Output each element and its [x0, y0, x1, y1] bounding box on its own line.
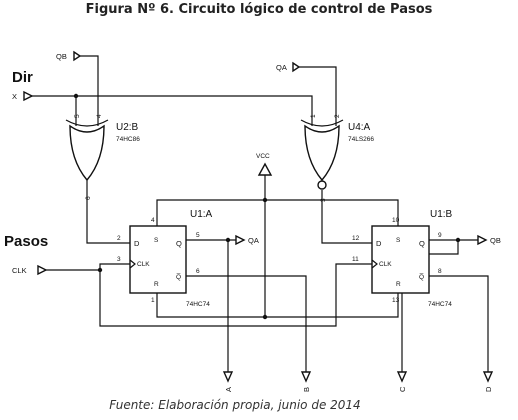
svg-text:Q̅: Q̅	[419, 273, 424, 281]
svg-text:6: 6	[196, 268, 200, 275]
svg-text:QB: QB	[56, 52, 67, 61]
d-output-terminal: D	[482, 371, 494, 392]
svg-text:2: 2	[117, 235, 121, 242]
svg-text:QA: QA	[248, 236, 259, 245]
junction-dots	[73, 93, 461, 320]
svg-text:U4:A: U4:A	[348, 122, 371, 133]
flip-flop-u1b: U1:B 74HC74 D S Q CLK R Q̅ 12 10 9 11 13…	[352, 209, 453, 308]
qa-input-terminal: QA	[276, 61, 301, 73]
svg-text:Q̅: Q̅	[176, 273, 181, 281]
svg-text:12: 12	[352, 235, 360, 242]
svg-text:4: 4	[96, 114, 103, 118]
svg-text:CLK: CLK	[137, 261, 150, 268]
flip-flop-u1a: U1:A 74HC74 D S Q CLK R Q̅ 2 4 5 3 1 6	[117, 209, 213, 308]
svg-text:8: 8	[438, 268, 442, 275]
svg-text:QB: QB	[490, 236, 501, 245]
svg-text:U2:B: U2:B	[116, 122, 139, 133]
vcc-symbol: VCC	[256, 153, 273, 176]
svg-text:74HC74: 74HC74	[428, 301, 452, 308]
svg-text:S: S	[396, 237, 401, 244]
svg-text:4: 4	[151, 217, 155, 224]
svg-text:U1:B: U1:B	[430, 209, 453, 220]
pasos-label: Pasos	[4, 233, 48, 250]
svg-text:3: 3	[117, 256, 121, 263]
svg-text:Q: Q	[176, 239, 182, 248]
svg-text:3: 3	[320, 198, 327, 202]
svg-text:1: 1	[310, 114, 317, 118]
svg-text:X: X	[12, 92, 17, 101]
svg-text:A: A	[224, 387, 233, 392]
svg-text:CLK: CLK	[12, 266, 27, 275]
qa-output-terminal: QA	[235, 234, 259, 246]
c-output-terminal: C	[396, 371, 408, 392]
svg-text:2: 2	[334, 114, 341, 118]
xor-gate-u2b: U2:B 74HC86 5 4 6	[65, 114, 140, 200]
svg-text:74LS266: 74LS266	[348, 136, 374, 143]
svg-text:Q: Q	[419, 239, 425, 248]
svg-text:CLK: CLK	[379, 261, 392, 268]
svg-text:74HC86: 74HC86	[116, 136, 140, 143]
figure-title: Figura Nº 6. Circuito lógico de control …	[85, 2, 433, 17]
qb-output-terminal: QB	[477, 234, 501, 246]
svg-text:B: B	[302, 387, 311, 392]
wires	[32, 55, 489, 372]
svg-text:1: 1	[151, 297, 155, 304]
clk-input-terminal: CLK	[12, 264, 48, 276]
svg-text:9: 9	[438, 232, 442, 239]
svg-text:6: 6	[85, 196, 92, 200]
x-input-terminal: X	[12, 90, 34, 102]
figure-caption: Fuente: Elaboración propia, junio de 201…	[109, 398, 361, 412]
svg-text:S: S	[154, 237, 159, 244]
svg-text:D: D	[134, 239, 140, 248]
svg-text:74HC74: 74HC74	[186, 301, 210, 308]
qb-input-terminal: QB	[56, 50, 82, 62]
a-output-terminal: A	[222, 371, 234, 392]
svg-text:D: D	[376, 239, 382, 248]
svg-text:QA: QA	[276, 63, 287, 72]
svg-text:5: 5	[196, 232, 200, 239]
b-output-terminal: B	[300, 371, 312, 392]
svg-text:11: 11	[352, 256, 359, 263]
svg-text:5: 5	[74, 114, 81, 118]
xor-gate-u4a: U4:A 74LS266 1 2 3	[300, 114, 374, 202]
svg-text:R: R	[154, 281, 159, 288]
svg-text:VCC: VCC	[256, 153, 270, 160]
svg-text:13: 13	[392, 297, 400, 304]
svg-text:10: 10	[392, 217, 400, 224]
dir-label: Dir	[12, 69, 33, 86]
svg-text:U1:A: U1:A	[190, 209, 213, 220]
svg-text:C: C	[398, 386, 407, 392]
svg-text:D: D	[484, 386, 493, 392]
svg-text:R: R	[396, 281, 401, 288]
